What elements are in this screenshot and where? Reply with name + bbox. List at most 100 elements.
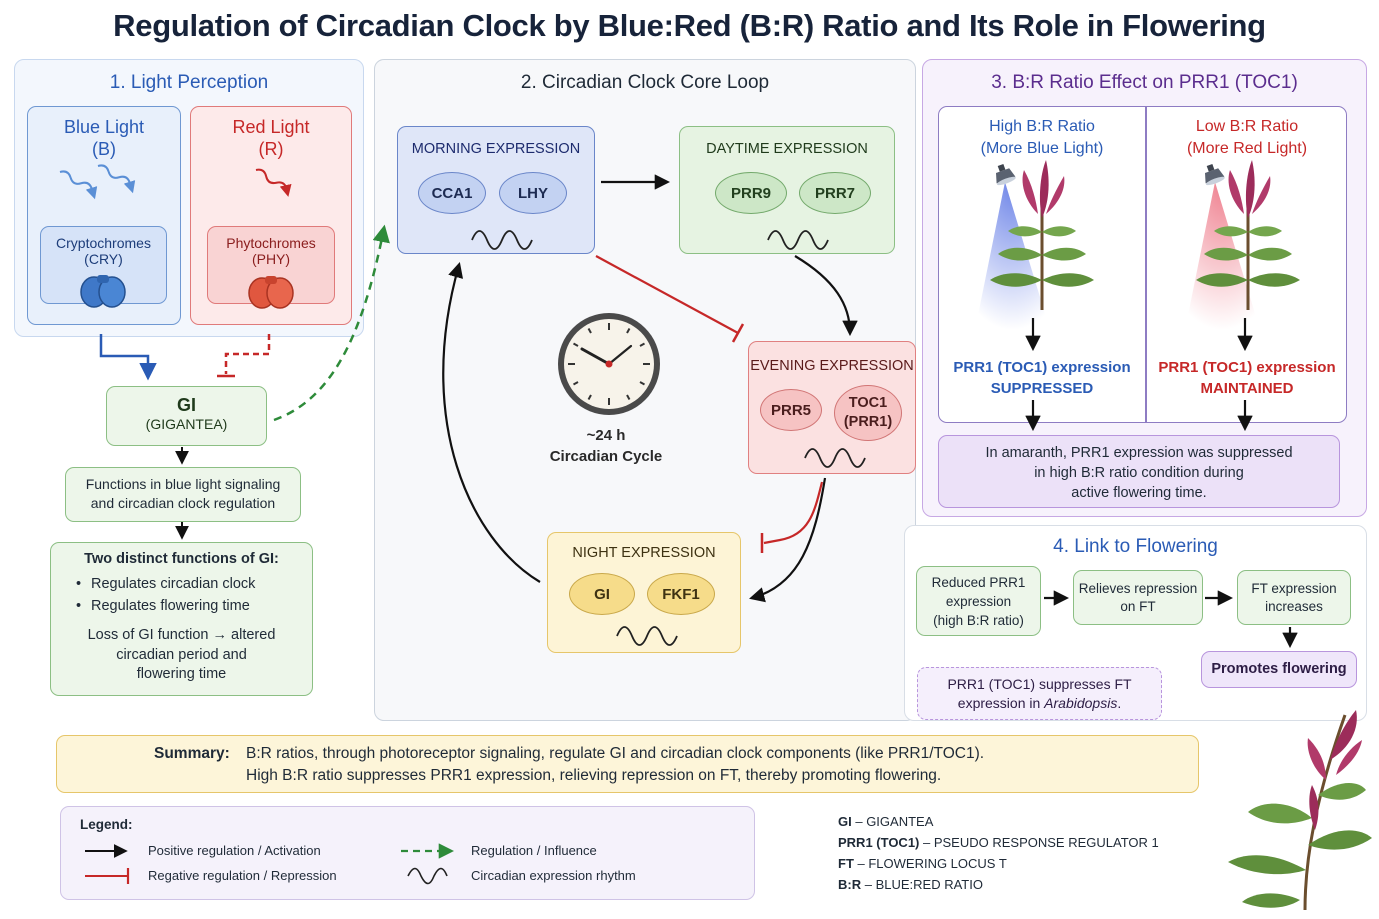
list-item: Regulates flowering time [73, 595, 312, 617]
gi-loss-line-3: flowering time [136, 666, 227, 682]
amaranth-note-line-1: In amaranth, PRR1 expression was suppres… [985, 445, 1293, 461]
daytime-expression-title: DAYTIME EXPRESSION [706, 141, 868, 157]
legend-title: Legend: [80, 817, 133, 832]
abbr-value: – PSEUDO RESPONSE REGULATOR 1 [919, 835, 1159, 850]
clock-period: ~24 h [586, 427, 626, 444]
gi-distinct-functions-box: Two distinct functions of GI: Regulates … [50, 542, 313, 696]
ft-increase-box: FT expression increases [1237, 570, 1351, 625]
arabidopsis-note-prefix: expression in [957, 695, 1045, 711]
gene-fkf1: FKF1 [647, 573, 715, 615]
evening-expression-title: EVENING EXPRESSION [750, 358, 914, 374]
legend-negative-label: Regative regulation / Repression [148, 868, 337, 883]
summary-label: Summary: [154, 745, 230, 762]
promotes-flowering-box: Promotes flowering [1201, 651, 1357, 688]
morning-expression-title: MORNING EXPRESSION [411, 141, 581, 157]
relieves-repression-box: Relieves repression on FT [1073, 570, 1203, 625]
low-br-title: Low B:R Ratio [1195, 118, 1299, 135]
toc1-label: TOC1 [848, 395, 888, 411]
legend-positive-label: Positive regulation / Activation [148, 843, 321, 858]
panel-4-title: 4. Link to Flowering [1053, 536, 1218, 557]
legend-rhythm-label: Circadian expression rhythm [471, 868, 636, 883]
gi-loss-line-1: Loss of GI function → altered [87, 627, 276, 643]
arabidopsis-note-line-2: expression in Arabidopsis. [918, 694, 1161, 713]
gi-functions-line-2: and circadian clock regulation [90, 495, 276, 511]
phytochrome-box: Phytochromes (PHY) [207, 226, 335, 304]
low-br-sub: (More Red Light) [1186, 140, 1308, 157]
low-br-heading: Low B:R Ratio (More Red Light) [1147, 116, 1347, 160]
legend-influence-label: Regulation / Influence [471, 843, 597, 858]
clock-icon [558, 313, 660, 415]
abbreviation-br: B:R – BLUE:RED RATIO [838, 874, 1159, 895]
high-br-result: PRR1 (TOC1) expression SUPPRESSED [940, 357, 1144, 399]
circadian-cycle-label: ~24 h Circadian Cycle [540, 425, 672, 467]
cryptochrome-label: Cryptochromes [56, 235, 151, 251]
abbr-value: – GIGANTEA [851, 814, 934, 829]
gi-full-name: (GIGANTEA) [145, 416, 228, 432]
legend-box: Legend: Positive regulation / Activation… [60, 806, 755, 900]
clock-label: Circadian Cycle [549, 448, 663, 465]
gi-loss-line-2: circadian period and [116, 646, 247, 663]
abbr-key: GI [838, 814, 852, 829]
cryptochrome-abbr: (CRY) [84, 251, 123, 267]
low-br-result-text: PRR1 (TOC1) expression [1158, 359, 1336, 376]
abbreviation-prr1: PRR1 (TOC1) – PSEUDO RESPONSE REGULATOR … [838, 832, 1159, 853]
amaranth-note: In amaranth, PRR1 expression was suppres… [938, 435, 1340, 508]
high-br-result-text: PRR1 (TOC1) expression [953, 359, 1131, 376]
arabidopsis-species: Arabidopsis [1044, 695, 1118, 711]
distinct-functions-list: Regulates circadian clock Regulates flow… [73, 573, 312, 617]
ft-increase-line-1: FT expression [1251, 581, 1337, 596]
phytochrome-protein-icon [248, 276, 294, 309]
phytochrome-abbr: (PHY) [251, 251, 291, 267]
relieves-repression-line-2: on FT [1120, 599, 1156, 614]
ft-increase-line-2: increases [1265, 599, 1323, 614]
panel-2-title: 2. Circadian Clock Core Loop [520, 72, 770, 93]
low-br-result: PRR1 (TOC1) expression MAINTAINED [1147, 357, 1347, 399]
gi-label: GI [176, 395, 196, 415]
phytochrome-label: Phytochromes [226, 235, 316, 251]
abbr-key: FT [838, 856, 854, 871]
high-br-state: SUPPRESSED [990, 380, 1094, 397]
abbreviation-ft: FT – FLOWERING LOCUS T [838, 853, 1159, 874]
gi-loss-text: Loss of GI function → altered circadian … [51, 626, 312, 685]
cryptochrome-box: Cryptochromes (CRY) [40, 226, 167, 304]
cryptochrome-protein-icon [80, 275, 126, 308]
gene-prr9: PRR9 [715, 172, 787, 214]
page-title: Regulation of Circadian Clock by Blue:Re… [113, 8, 1266, 43]
gene-lhy: LHY [499, 172, 567, 214]
reduced-prr1-line-2: expression [945, 594, 1012, 609]
reduced-prr1-box: Reduced PRR1 expression (high B:R ratio) [916, 566, 1041, 636]
toc1-alias: (PRR1) [843, 414, 893, 430]
distinct-functions-title: Two distinct functions of GI: [84, 551, 279, 567]
gene-cca1: CCA1 [418, 172, 486, 214]
arabidopsis-note: PRR1 (TOC1) suppresses FT expression in … [917, 667, 1162, 720]
amaranth-note-line-3: active flowering time. [1071, 485, 1207, 501]
low-br-state: MAINTAINED [1200, 380, 1294, 397]
arabidopsis-note-suffix: . [1117, 695, 1122, 711]
summary-line-2: High B:R ratio suppresses PRR1 expressio… [246, 767, 942, 784]
high-br-title: High B:R Ratio [989, 118, 1095, 135]
gene-toc1: TOC1 (PRR1) [834, 385, 902, 441]
arabidopsis-note-line-1: PRR1 (TOC1) suppresses FT [947, 676, 1132, 692]
gi-box: GI (GIGANTEA) [106, 386, 267, 446]
abbreviation-gi: GI – GIGANTEA [838, 811, 1159, 832]
night-expression-title: NIGHT EXPRESSION [572, 545, 716, 561]
abbr-key: PRR1 (TOC1) [838, 835, 920, 850]
panel-1-title: 1. Light Perception [109, 72, 269, 93]
list-item: Regulates circadian clock [73, 573, 312, 595]
red-light-abbr: (R) [258, 139, 284, 159]
gene-prr5: PRR5 [760, 389, 822, 431]
comparison-divider [1145, 107, 1147, 422]
amaranth-note-line-2: in high B:R ratio condition during [1034, 465, 1244, 481]
panel-3-title: 3. B:R Ratio Effect on PRR1 (TOC1) [991, 72, 1298, 93]
gene-prr7: PRR7 [799, 172, 871, 214]
abbr-value: – FLOWERING LOCUS T [853, 856, 1007, 871]
summary-box: Summary: B:R ratios, through photorecept… [56, 735, 1199, 793]
amaranth-plant-decoration [1228, 710, 1372, 911]
gi-functions-box: Functions in blue light signaling and ci… [65, 467, 301, 522]
high-br-heading: High B:R Ratio (More Blue Light) [940, 116, 1144, 160]
abbreviation-list: GI – GIGANTEA PRR1 (TOC1) – PSEUDO RESPO… [838, 811, 1159, 895]
gene-gi: GI [569, 573, 635, 615]
red-light-label: Red Light [232, 117, 310, 137]
abbr-value: – BLUE:RED RATIO [861, 877, 983, 892]
